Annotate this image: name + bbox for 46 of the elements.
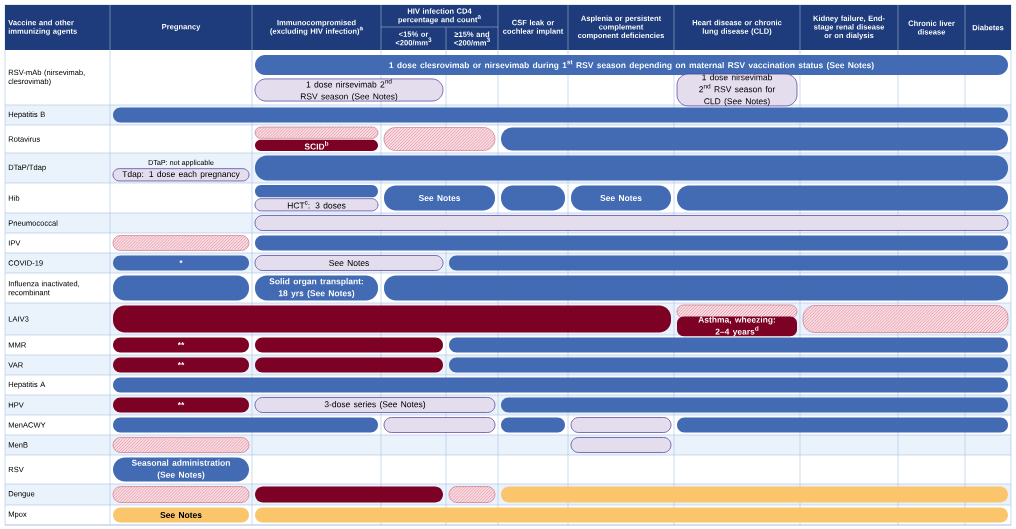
outlined-bar — [570, 437, 672, 453]
schedule-bar: ** — [113, 357, 249, 373]
schedule-bar: Seasonal administration (See Notes) — [113, 457, 249, 482]
schedule-bar: Asthma, wheezing: 2–4 years$^{d}$ — [677, 316, 797, 337]
schedule-bar — [501, 185, 565, 211]
schedule-bar — [501, 486, 1008, 503]
schedule-bar — [255, 235, 1008, 251]
schedule-bar — [677, 185, 1008, 211]
outlined-bar: HCT$^{c}$: 3 doses — [254, 198, 379, 212]
outlined-bar: See Notes — [254, 255, 444, 271]
outlined-bar — [254, 215, 1009, 231]
schedule-bar — [449, 255, 1008, 271]
schedule-bar — [255, 185, 378, 198]
outlined-bar: 1 dose nirsevimab 2$^{nd}$ RSV season (See Notes) — [254, 78, 444, 102]
schedule-bar: * — [113, 255, 249, 271]
schedule-bar — [501, 397, 1008, 413]
schedule-bar: ** — [113, 337, 249, 353]
schedule-bar — [113, 107, 1008, 123]
schedule-bar — [113, 377, 1008, 393]
schedule-bar: See Notes — [384, 185, 495, 211]
schedule-bar — [384, 275, 1008, 301]
schedule-bar — [501, 417, 565, 433]
schedule-bar: See Notes — [571, 185, 671, 211]
schedule-bar: See Notes — [113, 507, 249, 523]
schedule-bar — [113, 275, 249, 301]
schedule-bar: ** — [113, 397, 249, 413]
schedule-bar — [113, 417, 378, 433]
schedule-bar — [255, 337, 443, 353]
schedule-bar — [501, 127, 1008, 151]
schedule-bar: Solid organ transplant: 18 yrs (See Notes) — [255, 275, 378, 301]
schedule-bar: 1 dose clesrovimab or nirsevimab during 1$^{st}$ RSV season depending on maternal RSV vaccination status (See Notes) — [255, 55, 1008, 75]
hatched-bar — [254, 126, 379, 139]
schedule-bar — [255, 486, 443, 503]
outlined-bar: Tdap: 1 dose each pregnancy — [112, 168, 250, 182]
schedule-bar — [449, 337, 1008, 353]
schedule-bar — [255, 507, 1008, 523]
schedule-bar — [255, 357, 443, 373]
outlined-bar: 3-dose series (See Notes) — [254, 397, 496, 413]
schedule-bar — [449, 357, 1008, 373]
schedule-bar — [255, 155, 1008, 181]
schedule-bar — [677, 417, 1008, 433]
schedule-bar — [113, 305, 671, 333]
outlined-bar — [570, 417, 672, 433]
schedule-bar: SCID$^{b}$ — [255, 139, 378, 151]
outlined-bar: 1 dose nirsevimab 2$^{nd}$ RSV season for CLD (See Notes) — [676, 73, 798, 107]
outlined-bar — [383, 417, 496, 433]
